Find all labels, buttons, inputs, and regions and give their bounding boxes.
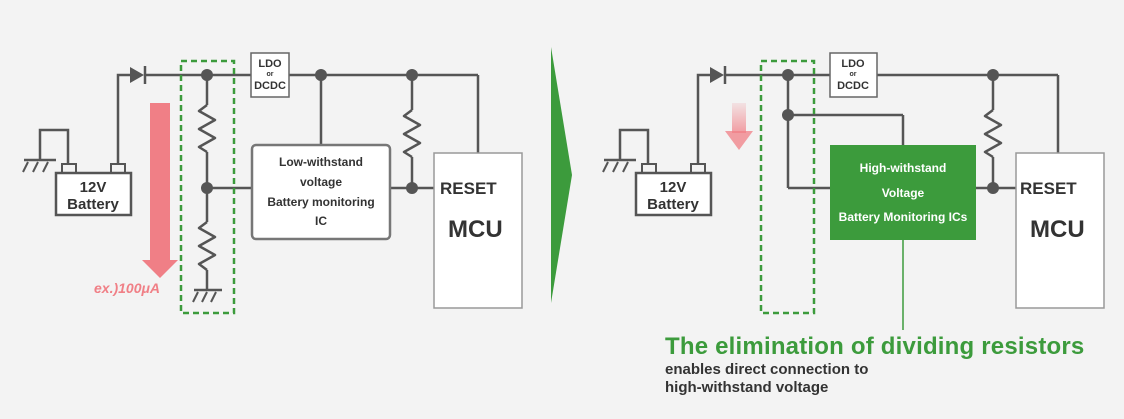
divider-resistor-lower [197, 221, 217, 271]
reset-label: RESET [440, 179, 497, 198]
regulator-line2: or [267, 71, 274, 78]
caption-title: The elimination of dividing resistors [665, 333, 1085, 360]
mcu-box [433, 152, 523, 309]
battery-ground-symbol [22, 128, 70, 173]
caption-block: The elimination of dividing resistors en… [665, 333, 1084, 397]
battery-terminal-negative [61, 163, 77, 174]
current-note: ex.)100μA [94, 280, 160, 296]
diode-symbol [130, 66, 147, 84]
pullup-resistor [402, 109, 422, 159]
battery-ground-symbol-right [602, 128, 650, 173]
regulator-line2-right: or [850, 71, 857, 78]
left-junction-dots [201, 69, 418, 194]
ic-line1: Low-withstand [279, 155, 363, 169]
ic-line3: Battery monitoring [267, 195, 374, 209]
battery-body [54, 171, 133, 217]
low-withstand-ic-box [250, 143, 392, 241]
reset-label-right: RESET [1020, 179, 1077, 198]
ic-line1-right: High-withstand [860, 161, 947, 175]
ic-line2-right: Voltage [882, 186, 925, 200]
ic-line3-right: Battery Monitoring ICs [839, 210, 968, 224]
battery-label-line2: Battery [67, 196, 119, 213]
reduced-current-arrow [725, 103, 753, 150]
divider-highlight-dashed-box [179, 59, 236, 315]
battery-terminal-positive [110, 163, 126, 174]
right-junction-dots [782, 69, 999, 194]
mcu-label: MCU [448, 216, 503, 243]
left-circuit [22, 66, 480, 303]
removed-divider-dashed-box [759, 59, 816, 315]
current-flow-arrow [142, 103, 178, 278]
divider-ground-symbol [192, 288, 222, 303]
caption-line2: high-withstand voltage [665, 379, 829, 396]
battery-label-line2-right: Battery [647, 196, 699, 213]
battery-label-line1: 12V [80, 179, 107, 196]
diode-symbol-right [710, 66, 727, 84]
divider-resistor-upper [197, 104, 217, 154]
battery-label-line1-right: 12V [660, 179, 687, 196]
high-withstand-ic-box [830, 145, 976, 240]
ic-line2: voltage [300, 175, 342, 189]
regulator-line1: LDO [258, 58, 282, 70]
regulator-box [250, 52, 290, 98]
mcu-label-right: MCU [1030, 216, 1085, 243]
battery-body-right [634, 171, 713, 217]
pullup-resistor-right [983, 109, 1003, 159]
regulator-line3: DCDC [254, 80, 286, 92]
caption-line1: enables direct connection to [665, 361, 869, 378]
mcu-box-right [1015, 152, 1105, 309]
regulator-line1-right: LDO [841, 58, 865, 70]
regulator-box-right [829, 52, 878, 98]
ic-line4: IC [315, 214, 327, 228]
transition-arrow [551, 47, 572, 303]
regulator-line3-right: DCDC [837, 80, 869, 92]
